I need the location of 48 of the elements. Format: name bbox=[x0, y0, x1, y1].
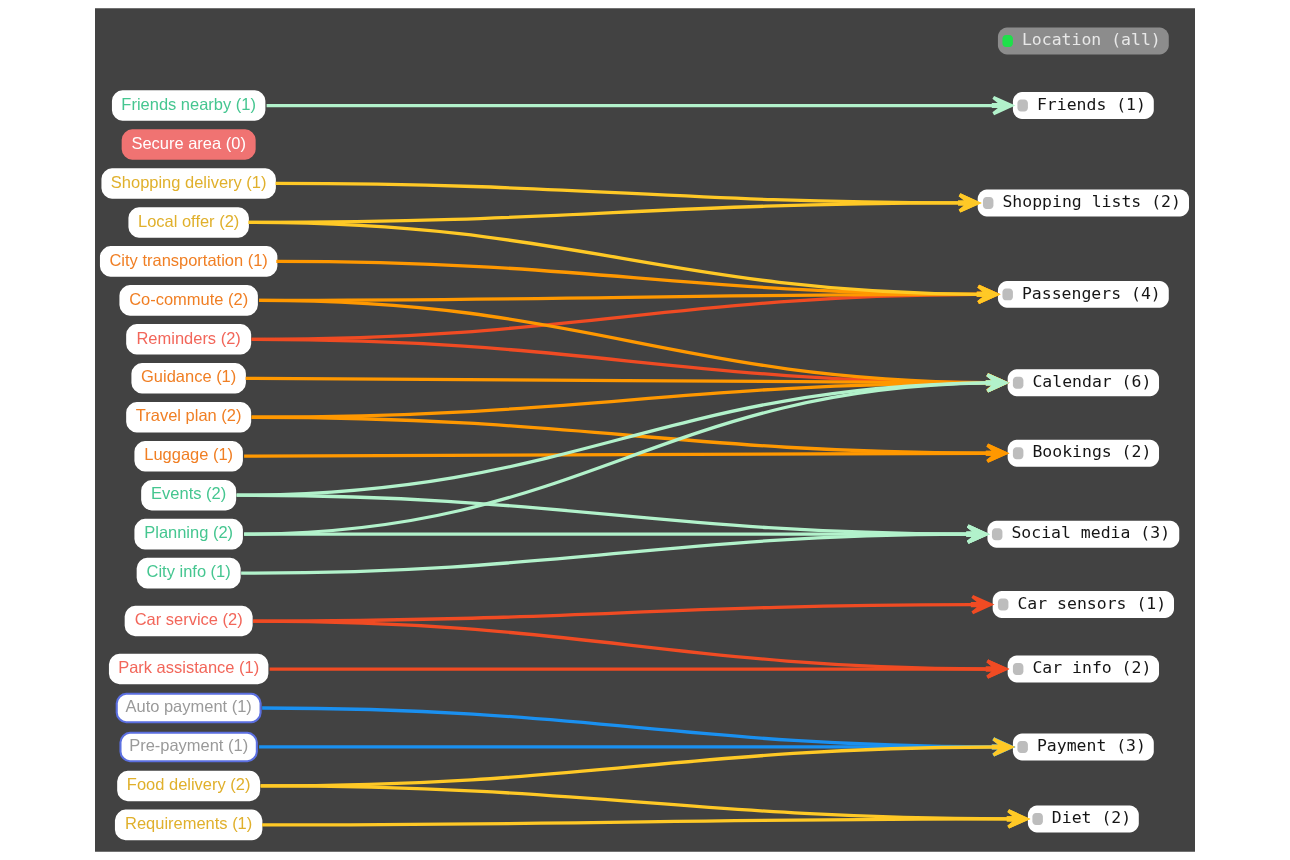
node-box: Shopping delivery (1) bbox=[101, 168, 276, 199]
node-box: Requirements (1) bbox=[114, 809, 263, 841]
node-box: Local offer (2) bbox=[128, 207, 249, 238]
arrow bbox=[245, 373, 1008, 393]
node-box: Social media (3) bbox=[987, 520, 1180, 548]
node-box: Auto payment (1) bbox=[115, 692, 262, 724]
arrow bbox=[259, 298, 1008, 393]
node-box: Pre-payment (1) bbox=[119, 731, 258, 763]
node-box: Guidance (1) bbox=[131, 363, 246, 394]
node-box: Diet (2) bbox=[1027, 805, 1139, 833]
node-box: Location (all) bbox=[997, 27, 1169, 55]
node-box: Reminders (2) bbox=[126, 324, 252, 355]
node-box: Friends nearby (1) bbox=[111, 90, 266, 121]
node-box: Food delivery (2) bbox=[117, 770, 261, 802]
node-box: Secure area (0) bbox=[121, 129, 256, 160]
arrow bbox=[266, 95, 1014, 116]
arrow bbox=[275, 181, 980, 213]
node-box: Park assistance (1) bbox=[108, 653, 269, 685]
arrow bbox=[253, 619, 1008, 679]
arrow bbox=[260, 737, 1014, 788]
node-box: Car sensors (1) bbox=[992, 591, 1174, 619]
node-box: Friends (1) bbox=[1012, 92, 1154, 120]
arrow bbox=[269, 659, 1008, 679]
node-box: Car info (2) bbox=[1007, 655, 1160, 683]
arrow bbox=[260, 784, 1029, 829]
arrow bbox=[276, 259, 999, 305]
arrow bbox=[241, 524, 988, 575]
arrow bbox=[244, 443, 1008, 463]
node-box: City info (1) bbox=[136, 557, 241, 589]
node-box: Travel plan (2) bbox=[126, 401, 252, 433]
node-box: City transportation (1) bbox=[99, 246, 278, 277]
node-box: Payment (3) bbox=[1012, 733, 1154, 761]
arrow bbox=[259, 737, 1014, 757]
arrow bbox=[248, 220, 999, 305]
node-box: Luggage (1) bbox=[134, 440, 243, 472]
arrow bbox=[251, 373, 1008, 419]
node-box: Car service (2) bbox=[124, 605, 253, 637]
node-box: Shopping lists (2) bbox=[977, 189, 1189, 217]
arrow bbox=[244, 373, 1008, 536]
arrow bbox=[262, 706, 1014, 757]
arrow bbox=[236, 373, 1008, 497]
arrow bbox=[262, 809, 1029, 829]
node-box: Bookings (2) bbox=[1007, 439, 1160, 467]
node-box: Calendar (6) bbox=[1007, 369, 1160, 397]
node-box: Passengers (4) bbox=[997, 280, 1169, 308]
node-box: Events (2) bbox=[141, 479, 237, 511]
node-box: Planning (2) bbox=[134, 518, 243, 550]
node-box: Co-commute (2) bbox=[119, 285, 258, 316]
